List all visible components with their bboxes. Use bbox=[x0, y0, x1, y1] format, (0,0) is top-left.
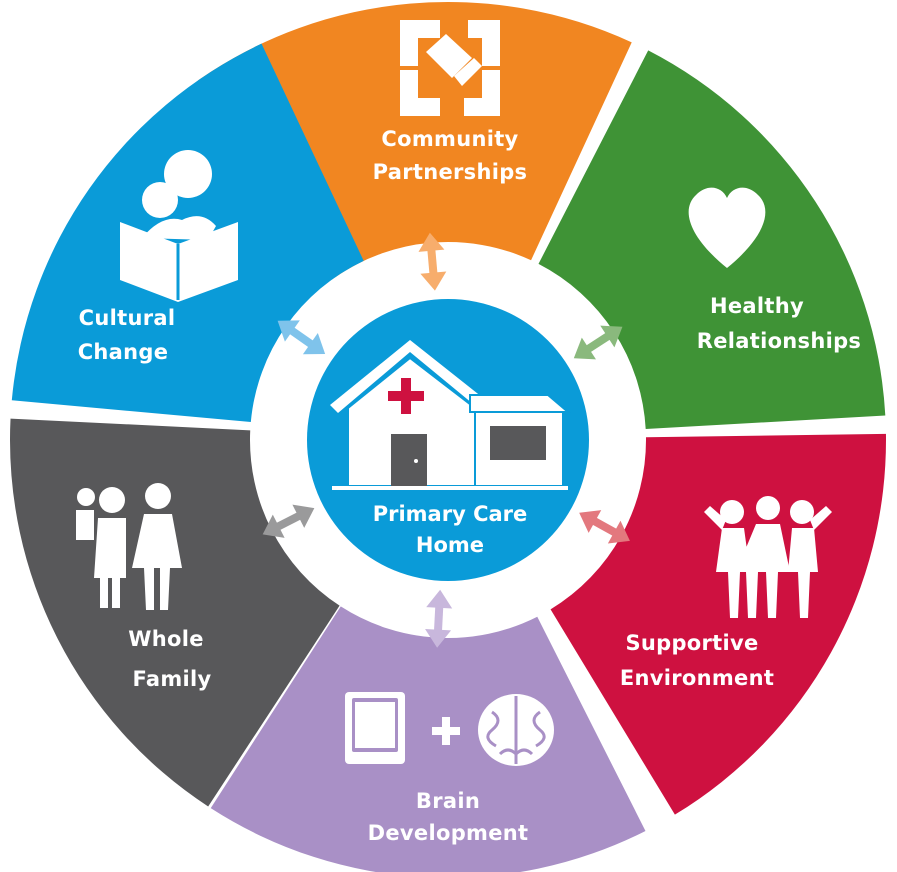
arrow-family bbox=[262, 504, 315, 538]
arrow-brain bbox=[425, 589, 453, 648]
arrow-community bbox=[418, 232, 447, 291]
arrow-relationships bbox=[573, 325, 623, 360]
brain-label-line1: Brain bbox=[416, 789, 480, 813]
culture-label-line2: Change bbox=[78, 340, 169, 364]
joined-hands-icon bbox=[400, 20, 500, 116]
arrows bbox=[262, 232, 630, 648]
center-label-line1: Primary Care bbox=[373, 502, 528, 526]
arrow-environment bbox=[579, 510, 630, 544]
family-icon bbox=[76, 483, 182, 610]
segment-brain bbox=[210, 606, 646, 872]
group-of-people-icon bbox=[704, 496, 832, 618]
brain-label-line2: Development bbox=[368, 821, 529, 845]
environment-label-line1: Supportive bbox=[625, 631, 758, 655]
center-label-line2: Home bbox=[416, 533, 484, 557]
arrow-culture bbox=[277, 320, 326, 355]
community-label-line1: Community bbox=[381, 127, 518, 151]
environment-label-line2: Environment bbox=[620, 666, 774, 690]
ring bbox=[10, 2, 886, 872]
relationships-label-line2: Relationships bbox=[697, 329, 861, 353]
people-reading-book-icon bbox=[120, 150, 238, 302]
community-label-line2: Partnerships bbox=[373, 160, 528, 184]
relationships-label-line1: Healthy bbox=[710, 294, 804, 318]
culture-label-line1: Cultural bbox=[79, 306, 176, 330]
heart-icon bbox=[688, 187, 766, 268]
red-cross-icon bbox=[388, 378, 424, 414]
house-with-red-cross-icon bbox=[330, 340, 571, 490]
book-plus-brain-icon bbox=[345, 692, 554, 766]
family-label-line1: Whole bbox=[128, 627, 203, 651]
family-label-line2: Family bbox=[132, 667, 211, 691]
